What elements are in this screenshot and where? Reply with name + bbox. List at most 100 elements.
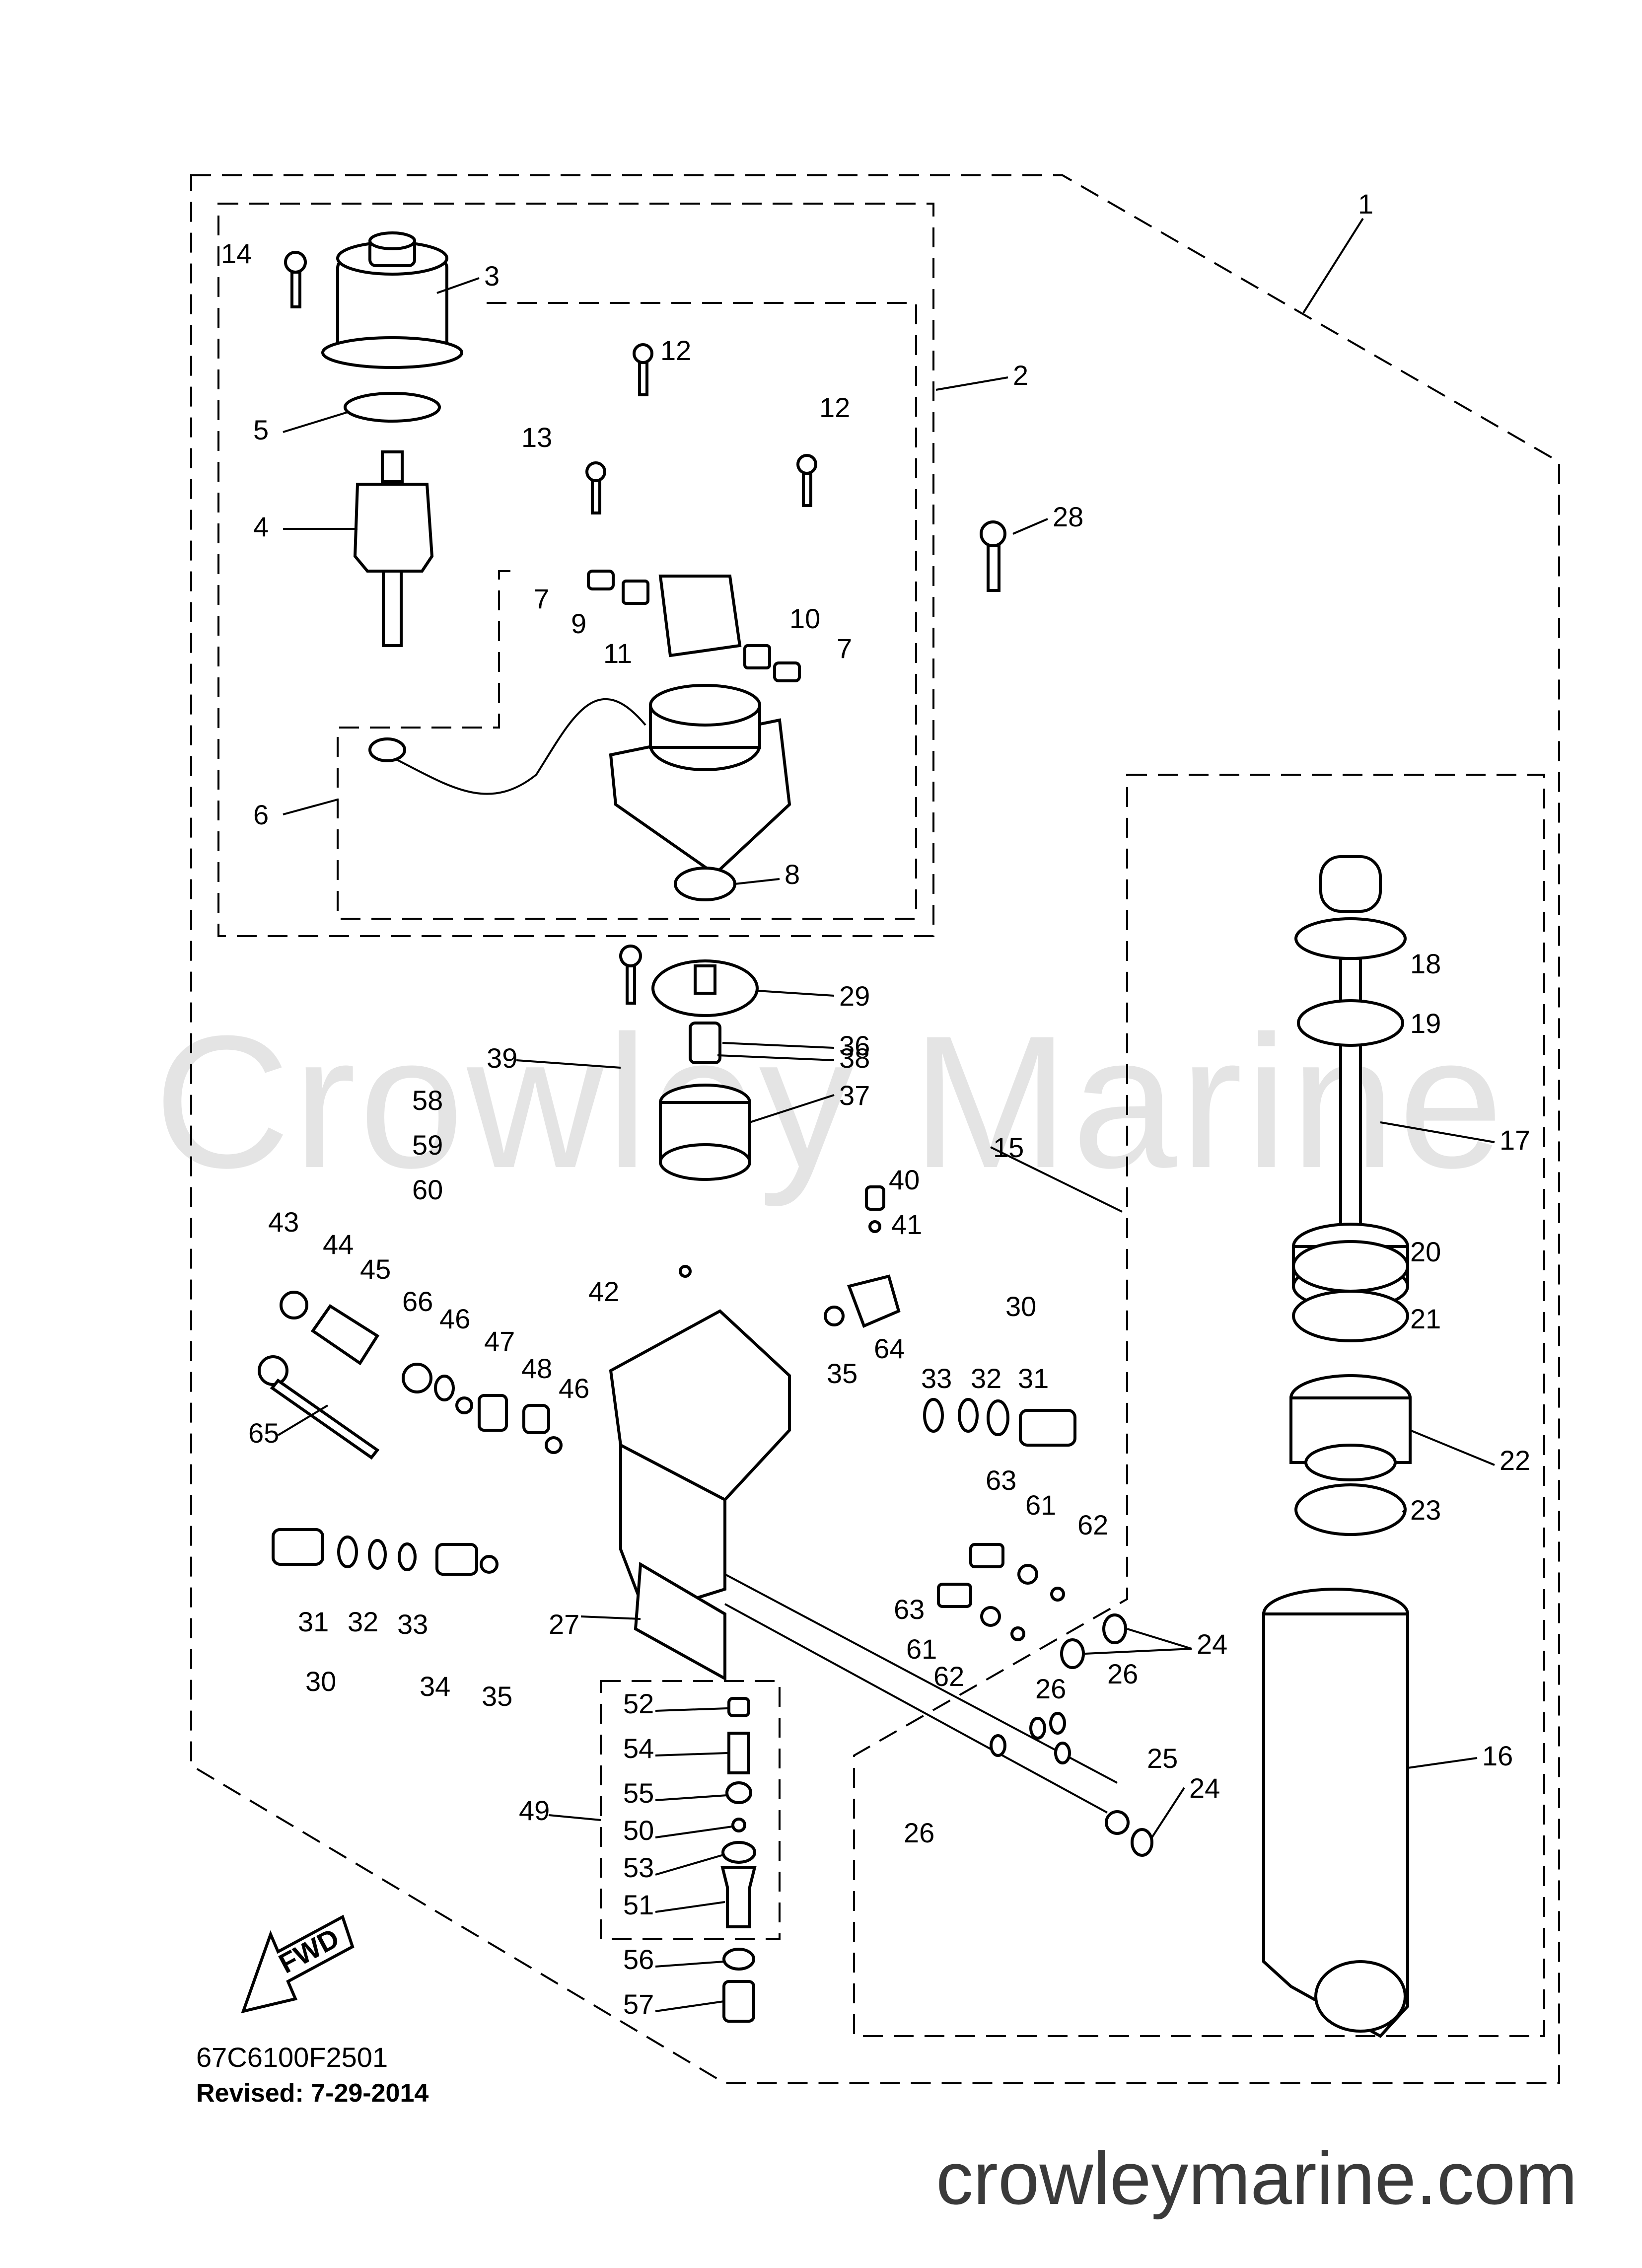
electric-motor (321, 231, 463, 369)
callout-23: 23 (1410, 1494, 1441, 1526)
assembly-boundary-2 (217, 203, 934, 937)
callout-11: 11 (603, 638, 632, 669)
callout-54: 54 (623, 1733, 654, 1764)
callout-64: 64 (874, 1333, 905, 1364)
washer-46b (545, 1436, 563, 1454)
callout-62a: 62 (1077, 1509, 1108, 1540)
callout-24b: 24 (1189, 1772, 1220, 1804)
callout-63b: 63 (894, 1594, 925, 1625)
leader-lines (277, 218, 1495, 2012)
spring-7b (773, 661, 801, 682)
callout-41: 41 (891, 1209, 922, 1240)
lead-wire (387, 698, 646, 795)
drawing-code: 67C6100F2501 (196, 2042, 388, 2073)
callout-27: 27 (549, 1609, 579, 1640)
bolt-28 (980, 520, 1006, 592)
pin-40 (865, 1185, 885, 1211)
o-ring-26b (1049, 1712, 1066, 1735)
valve-34 (435, 1543, 478, 1576)
callout-30a: 30 (1005, 1291, 1036, 1322)
callout-59: 59 (412, 1129, 443, 1161)
o-ring-24a (1102, 1613, 1127, 1644)
callout-2: 2 (1013, 360, 1028, 391)
cylinder-cap-22 (1289, 1374, 1412, 1481)
plug-31-right (1019, 1409, 1076, 1447)
o-ring-45 (402, 1363, 432, 1393)
o-ring-26c (990, 1734, 1006, 1757)
callout-29: 29 (839, 980, 870, 1012)
pump-assembly-37 (659, 1084, 751, 1181)
o-ring-21 (1292, 1290, 1409, 1342)
screw-61a (1017, 1564, 1038, 1585)
assembly-boundary-15 (853, 774, 1545, 2037)
motor-base (609, 684, 791, 876)
lead-terminal (368, 737, 406, 762)
callout-31a: 31 (1018, 1363, 1049, 1394)
sleeve-36 (689, 1022, 721, 1064)
o-ring-33-right (923, 1398, 944, 1433)
callout-26a: 26 (1035, 1673, 1066, 1704)
o-ring-24b (1060, 1638, 1085, 1669)
o-ring-32-right (958, 1398, 979, 1433)
callout-15: 15 (993, 1132, 1024, 1163)
o-ring-26d (1054, 1742, 1071, 1764)
callout-32a: 32 (971, 1363, 1001, 1394)
o-ring-53 (721, 1841, 756, 1864)
callout-62b: 62 (933, 1661, 964, 1692)
screw-61b (980, 1606, 1001, 1627)
callout-46a: 46 (439, 1303, 470, 1334)
brush-10 (743, 644, 771, 669)
valve-44 (310, 1304, 380, 1366)
callout-35a: 35 (827, 1358, 857, 1389)
o-ring-66 (434, 1375, 455, 1401)
o-ring-24c (1131, 1828, 1153, 1857)
callout-34: 34 (420, 1671, 450, 1702)
tube-upper (724, 1573, 1118, 1784)
callout-5: 5 (253, 414, 269, 445)
brush-9 (622, 580, 649, 605)
tube-lower (724, 1603, 1108, 1814)
bolt-65 (258, 1355, 380, 1460)
armature (353, 450, 434, 647)
callout-3: 3 (484, 260, 500, 292)
screw-14 (284, 251, 307, 308)
callout-49: 49 (519, 1795, 550, 1826)
filter-25 (1105, 1810, 1130, 1835)
callout-43: 43 (268, 1206, 299, 1238)
spring-54 (727, 1732, 750, 1774)
ball-42 (679, 1265, 692, 1278)
o-ring-20 (1292, 1240, 1409, 1293)
callout-7a: 7 (534, 583, 549, 614)
seat-55 (725, 1781, 752, 1804)
callout-16: 16 (1482, 1740, 1513, 1771)
callout-10: 10 (789, 603, 820, 634)
callout-63a: 63 (986, 1464, 1016, 1496)
valve-51 (720, 1866, 757, 1928)
check-valve-64 (847, 1274, 901, 1328)
o-ring-23 (1294, 1483, 1407, 1536)
callout-58: 58 (412, 1085, 443, 1116)
assembly-boundary-1 (190, 174, 1560, 2084)
manifold-body (609, 1309, 791, 1682)
callout-12b: 12 (819, 392, 850, 423)
callout-47: 47 (484, 1325, 515, 1357)
washer-46a (455, 1396, 473, 1414)
callout-35b: 35 (482, 1681, 512, 1712)
spring-38 (694, 964, 716, 995)
oil-seal-8 (674, 867, 736, 901)
ball-41 (868, 1220, 881, 1233)
callout-60: 60 (412, 1174, 443, 1205)
callout-44: 44 (323, 1229, 354, 1260)
callout-17: 17 (1499, 1124, 1530, 1156)
site-url[interactable]: crowleymarine.com (936, 2136, 1577, 2220)
callout-51: 51 (623, 1889, 654, 1920)
callout-1: 1 (1358, 188, 1373, 219)
callout-55: 55 (623, 1777, 654, 1809)
assembly-boundary-49 (600, 1680, 781, 1940)
callout-22: 22 (1499, 1445, 1530, 1476)
o-ring-35b (480, 1555, 499, 1574)
callout-18: 18 (1410, 948, 1441, 979)
fwd-arrow-icon: FWD (241, 1914, 355, 2014)
callout-28: 28 (1053, 501, 1083, 532)
spring-7a (587, 570, 615, 590)
